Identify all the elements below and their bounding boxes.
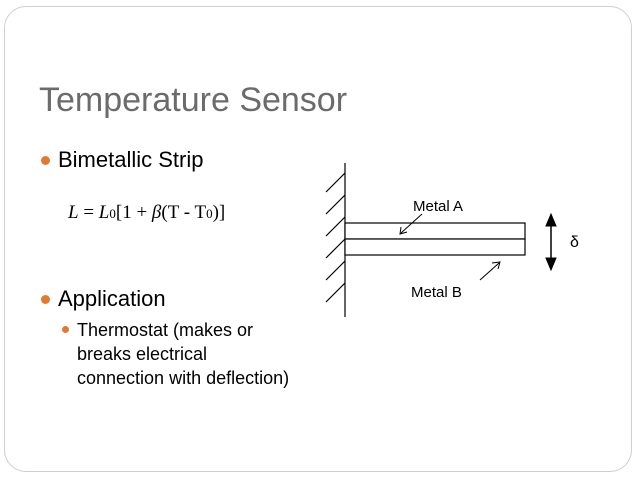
formula-l0-sub: 0: [109, 206, 116, 221]
delta-label: δ: [570, 234, 579, 251]
metal-b-leader: [479, 262, 500, 281]
formula-t0-sub: 0: [206, 206, 213, 221]
slide-frame: [4, 6, 632, 472]
sub-bullet-dot-icon: [62, 326, 69, 333]
bullet-thermostat-text: Thermostat (makes or breaks electrical c…: [77, 320, 290, 388]
metal-b-arrowhead: [491, 261, 501, 270]
metal-a-arrowhead: [399, 226, 408, 235]
formula-l0: L: [98, 202, 110, 223]
bullet-bimetallic: Bimetallic Strip: [41, 147, 203, 173]
metal-b-layer: [344, 238, 526, 256]
bullet-application-text: Application: [58, 286, 166, 311]
formula-lhs: L: [68, 202, 79, 223]
formula-beta: β: [151, 202, 162, 223]
wall-hatch-icon: [325, 163, 346, 317]
bullet-dot-icon: [41, 295, 50, 304]
bullet-dot-icon: [41, 156, 50, 165]
formula-eq: =: [78, 202, 99, 223]
bullet-bimetallic-text: Bimetallic Strip: [58, 147, 204, 172]
bullet-thermostat: Thermostat (makes or breaks electrical c…: [62, 318, 302, 390]
metal-a-label: Metal A: [413, 198, 464, 215]
bullet-application: Application: [41, 286, 166, 312]
formula-paren: (T - T: [161, 202, 207, 223]
formula-open: [1 +: [115, 202, 152, 223]
metal-b-label: Metal B: [411, 284, 462, 301]
leader-lines: [399, 213, 501, 281]
strip: [344, 222, 526, 256]
slide-title: Temperature Sensor: [39, 81, 348, 119]
metal-a-layer: [344, 222, 526, 240]
formula: L = L0[1 + β(T - T0)]: [68, 202, 225, 224]
formula-close: )]: [212, 202, 226, 223]
double-arrow-icon: [545, 212, 557, 272]
metal-a-leader: [400, 213, 423, 234]
